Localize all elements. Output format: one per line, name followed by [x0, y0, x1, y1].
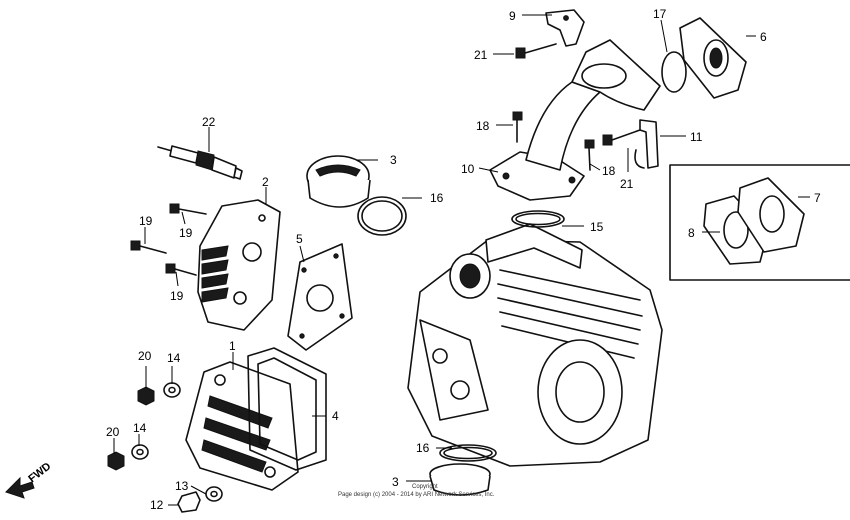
cylinder-head[interactable]	[407, 223, 663, 467]
gasket-17[interactable]	[661, 51, 687, 93]
footer-copyright: Copyright	[412, 484, 438, 490]
callout-17: 17	[653, 7, 667, 21]
gasket-8[interactable]	[703, 195, 769, 265]
insulator-7[interactable]	[737, 177, 805, 253]
gasket-4[interactable]	[247, 347, 327, 471]
callout-19-middle: 19	[139, 214, 153, 228]
nut-20-lower[interactable]	[107, 451, 125, 471]
callout-18-left: 18	[476, 119, 490, 133]
callout-21-right: 21	[620, 177, 634, 191]
fwd-label: FWD	[26, 460, 53, 485]
washer-13[interactable]	[205, 486, 223, 502]
callout-3-top: 3	[390, 153, 397, 167]
callout-16-top: 16	[430, 191, 444, 205]
washer-14-lower[interactable]	[131, 444, 149, 460]
bolt-21-right[interactable]	[602, 129, 641, 146]
callout-19-top: 19	[179, 226, 193, 240]
callout-21-top: 21	[474, 48, 488, 62]
spark-plug[interactable]	[157, 145, 243, 180]
callout-10: 10	[461, 162, 475, 176]
footer-page-design: Page design (c) 2004 - 2014 by ARI Netwo…	[338, 492, 495, 498]
callout-20-upper: 20	[138, 349, 152, 363]
o-ring-16-bottom[interactable]	[439, 444, 497, 462]
oil-cap-3-bottom[interactable]	[429, 463, 491, 496]
callout-1: 1	[229, 339, 236, 353]
bolt-21-top[interactable]	[515, 43, 557, 59]
callout-16-bottom: 16	[416, 441, 430, 455]
callout-4: 4	[332, 409, 339, 423]
callout-2: 2	[262, 175, 269, 189]
callout-11: 11	[690, 130, 703, 144]
callout-22: 22	[202, 115, 216, 129]
callout-labels: 22 2 3 16 5 19 19 19 1 4 20 14 20 14 13 …	[106, 7, 821, 512]
callout-6: 6	[760, 30, 767, 44]
callout-8: 8	[688, 226, 695, 240]
side-cover-1[interactable]	[185, 361, 299, 491]
bolt-18-left[interactable]	[512, 111, 523, 143]
head-cover[interactable]	[197, 199, 281, 331]
bolt-18-right[interactable]	[584, 139, 595, 171]
callout-14-upper: 14	[167, 351, 181, 365]
callout-18-right: 18	[602, 164, 616, 178]
callout-15: 15	[590, 220, 604, 234]
bolt-19-middle[interactable]	[130, 240, 167, 254]
flange-6[interactable]	[679, 17, 747, 99]
callout-9: 9	[509, 9, 516, 23]
fwd-arrow-icon	[5, 476, 35, 499]
bolt-19-top[interactable]	[169, 203, 207, 215]
cap-nut-12[interactable]	[177, 491, 201, 513]
callout-19-bottom: 19	[170, 289, 184, 303]
clip-11[interactable]	[634, 119, 659, 169]
callout-5: 5	[296, 232, 303, 246]
callout-12: 12	[150, 498, 164, 512]
o-ring-15[interactable]	[511, 210, 565, 228]
callout-3-bottom: 3	[392, 475, 399, 489]
washer-14-upper[interactable]	[163, 382, 181, 398]
inset-box	[669, 164, 850, 281]
leader-lines	[113, 14, 810, 506]
bracket-9[interactable]	[545, 9, 585, 47]
nut-20-upper[interactable]	[137, 386, 155, 406]
oil-cap-3-top[interactable]	[306, 155, 371, 208]
callout-14-lower: 14	[133, 421, 147, 435]
callout-20-lower: 20	[106, 425, 120, 439]
callout-7: 7	[814, 191, 821, 205]
intake-pipe-10[interactable]	[489, 39, 661, 201]
gasket-5[interactable]	[287, 243, 353, 351]
callout-13: 13	[175, 479, 189, 493]
bolt-19-bottom[interactable]	[165, 263, 197, 276]
o-ring-16-top[interactable]	[357, 196, 407, 236]
